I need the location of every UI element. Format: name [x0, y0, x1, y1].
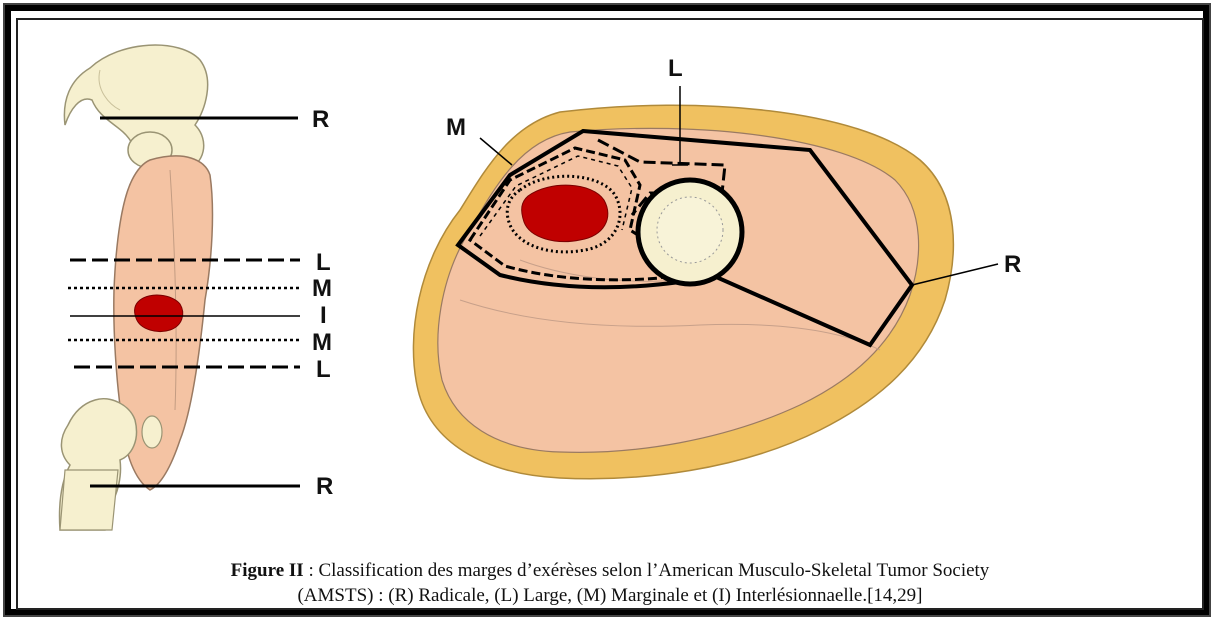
label-i-center: I — [320, 302, 327, 329]
patella — [142, 416, 162, 448]
label-m-left: M — [446, 114, 466, 141]
caption-line-1-text: : Classification des marges d’exérèses s… — [304, 560, 990, 581]
tumor-cross-section — [522, 185, 608, 241]
limb-longitudinal-view: R L M I M L R — [59, 45, 333, 530]
label-l-lower: L — [316, 356, 331, 383]
label-m-lower: M — [312, 329, 332, 356]
label-r-bottom: R — [316, 473, 333, 500]
femur-medulla — [657, 197, 723, 263]
label-m-upper: M — [312, 275, 332, 302]
caption-line-2: (AMSTS) : (R) Radicale, (L) Large, (M) M… — [20, 583, 1200, 608]
label-r-top: R — [312, 106, 329, 133]
caption-figure-label: Figure II — [231, 560, 304, 581]
figure-caption: Figure II : Classification des marges d’… — [20, 558, 1200, 608]
tibia-bone — [60, 470, 118, 530]
caption-line-1: Figure II : Classification des marges d’… — [20, 558, 1200, 583]
limb-cross-section: L M R — [413, 55, 1021, 479]
label-r-right: R — [1004, 251, 1021, 278]
label-l-upper: L — [316, 249, 331, 276]
tumor-longitudinal — [135, 295, 183, 331]
label-l-top: L — [668, 55, 683, 82]
